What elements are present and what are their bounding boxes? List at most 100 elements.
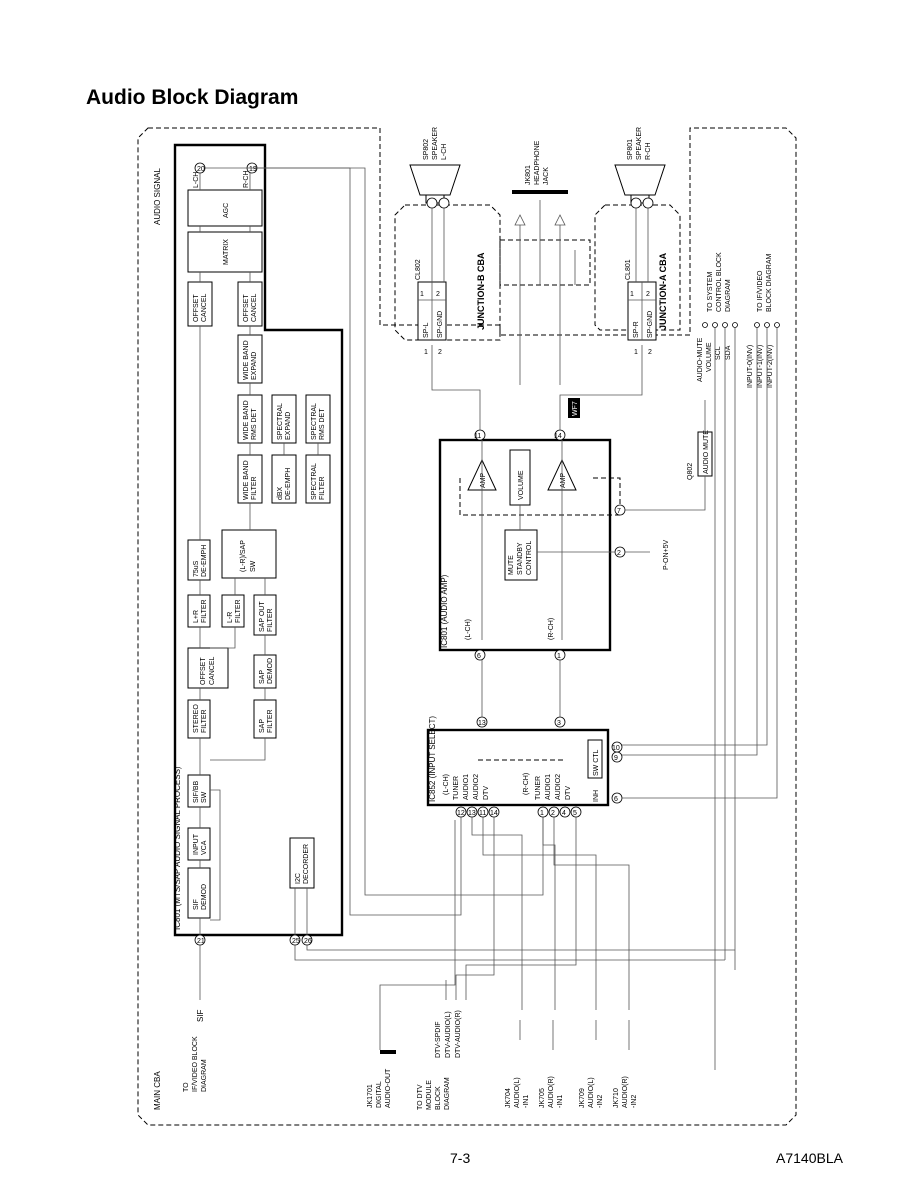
jk704-3: -IN1 <box>523 1095 530 1108</box>
ic801-title: IC801 (MTS/SAP AUDIO SIGNAL PROCESS) <box>173 766 182 930</box>
cl801-sig-2: SP-GND <box>647 311 654 338</box>
jk801-3: JACK <box>543 167 550 185</box>
wide-band-expand-1: WIDE BAND <box>243 340 250 380</box>
main-cba-label: MAIN CBA <box>153 1071 162 1110</box>
ifvideo-1: TO IF/VIDEO <box>757 270 764 312</box>
offset-cancel-2-b: CANCEL <box>201 293 208 322</box>
ic852-pin-5: 5 <box>573 810 577 817</box>
ic852-pin-11: 11 <box>479 810 486 817</box>
sp801-1: SP801 <box>627 139 634 160</box>
cl801-ref: CL801 <box>625 259 632 280</box>
ic801-blocks: SIF DEMOD INPUT VCA SIF/BB SW STEREO FIL… <box>187 171 331 919</box>
cl802-ref: CL802 <box>415 259 422 280</box>
ifvideo-2: BLOCK DIAGRAM <box>766 253 773 312</box>
ic801-pin-19: 19 <box>249 166 257 173</box>
cl801-far-1: 1 <box>630 291 634 298</box>
lr-minus-filter-2: FILTER <box>235 599 242 623</box>
ic852-swctl: SW CTL <box>593 749 600 776</box>
q802-ref: Q802 <box>687 463 694 480</box>
ic852-pin-12: 12 <box>457 810 465 817</box>
wide-band-filter-1: WIDE BAND <box>243 460 250 500</box>
ic852-title: IC852 (INPUT SELECT) <box>428 716 437 802</box>
sysctl-3: DIAGRAM <box>725 279 732 312</box>
ic852-l-audio1: AUDIO1 <box>463 774 470 800</box>
lr-plus-filter-2: FILTER <box>201 599 208 623</box>
ic852-pin-3: 3 <box>557 720 561 727</box>
jk704-2: AUDIO(L) <box>514 1077 521 1108</box>
jk705-3: -IN1 <box>557 1095 564 1108</box>
offset-cancel-1-b: CANCEL <box>209 656 216 685</box>
ifvideo-sig-1: INPUT-1(INV) <box>757 345 764 388</box>
sif-bb-sw-1: SIF/BB <box>193 780 200 803</box>
ic852-l-tuner: TUNER <box>453 776 460 800</box>
ic852-pin-13: 13 <box>468 810 476 817</box>
ifvideo-sig-0: INPUT-0(INV) <box>747 345 754 388</box>
amp-pin-6: 6 <box>477 653 481 660</box>
page-number: 7-3 <box>450 1150 471 1166</box>
jk709-2: AUDIO(L) <box>588 1077 595 1108</box>
ic852-pin-14: 14 <box>490 810 498 817</box>
jk710-3: -IN2 <box>631 1095 638 1108</box>
cl801-far-2: 2 <box>646 291 650 298</box>
jk1701-1: JK1701 <box>367 1084 374 1108</box>
ic852-pin-13b: 13 <box>478 720 486 727</box>
spectral-filter-1: SPECTRAL <box>311 463 318 500</box>
dtv-spdif: DTV-SPDIF <box>435 1021 442 1058</box>
de-emph-75us-1: 75uS <box>193 560 200 577</box>
amp-rch: (R-CH) <box>548 618 555 640</box>
sap-out-filter-1: SAP OUT <box>259 601 266 632</box>
digital-out-jack-icon <box>380 1050 396 1054</box>
input-vca-2: VCA <box>201 840 208 855</box>
dtv-audio-l: DTV-AUDIO(L) <box>445 1011 452 1058</box>
sap-filter-1: SAP <box>259 719 266 733</box>
q802-label: AUDIO MUTE <box>703 430 710 474</box>
jk1701-3: AUDIO-OUT <box>385 1068 392 1108</box>
spectral-rms-2: RMS DET <box>319 408 326 440</box>
sif-demod-1: SIF <box>193 899 200 910</box>
spectral-filter-2: FILTER <box>319 476 326 500</box>
page-title: Audio Block Diagram <box>86 86 299 109</box>
cl802-sig-2: SP-GND <box>437 311 444 338</box>
amp-lch: (L-CH) <box>465 619 472 640</box>
dbx-de-emph-1: dBX <box>277 486 284 500</box>
de-emph-75us-2: DE-EMPH <box>201 545 208 577</box>
lr-plus-filter-1: L+R <box>193 610 200 623</box>
ic852-l-dtv: DTV <box>483 786 490 800</box>
sp802-1: SP802 <box>423 139 430 160</box>
stereo-filter-2: FILTER <box>201 709 208 733</box>
dtv-3: BLOCK <box>435 1086 442 1110</box>
ic852-r-tuner: TUNER <box>535 776 542 800</box>
ic801-pin-21: 21 <box>197 938 205 945</box>
wf7-badge <box>568 398 580 418</box>
sp802-2: SPEAKER <box>432 127 439 160</box>
cl802-pin-1: 1 <box>424 349 428 356</box>
sysctl-1: TO SYSTEM <box>707 272 714 312</box>
dtv-audio-r: DTV-AUDIO(R) <box>455 1010 462 1058</box>
cl801-pin-2: 2 <box>648 349 652 356</box>
sif-src-2: IF/VIDEO BLOCK <box>192 1036 199 1092</box>
speaker-r-icon <box>614 164 666 204</box>
offset-cancel-3-a: OFFSET <box>243 294 250 322</box>
junction-b-label: JUNCTION-B CBA <box>476 252 486 330</box>
cl801-sig-1: SP-R <box>633 321 640 338</box>
sysctl-audio-mute: AUDIO-MUTE <box>697 337 704 382</box>
ic801-out-rch: R-CH <box>243 171 250 189</box>
ic852-r-audio1: AUDIO1 <box>545 774 552 800</box>
dbx-de-emph-2: DE-EMPH <box>285 468 292 500</box>
jk709-3: -IN2 <box>597 1095 604 1108</box>
dtv-4: DIAGRAM <box>444 1077 451 1110</box>
ic852-l-audio2: AUDIO2 <box>473 774 480 800</box>
sp801-2: SPEAKER <box>636 127 643 160</box>
jk801-1: JK801 <box>525 165 532 185</box>
speaker-l-icon <box>409 164 461 204</box>
offset-cancel-1-a: OFFSET <box>200 657 207 685</box>
sysctl-2: CONTROL BLOCK <box>716 252 723 312</box>
cl801-pin-1: 1 <box>634 349 638 356</box>
ic852-pin-4: 4 <box>562 810 566 817</box>
ic852-pin-2: 2 <box>551 810 555 817</box>
legend: AUDIO SIGNAL <box>153 168 162 225</box>
jk710-1: JK710 <box>613 1088 620 1108</box>
sif-signal: SIF <box>196 1009 205 1022</box>
sysctl-sda: SDA <box>725 345 732 360</box>
junction-a-label: JUNCTION-A CBA <box>658 252 668 330</box>
